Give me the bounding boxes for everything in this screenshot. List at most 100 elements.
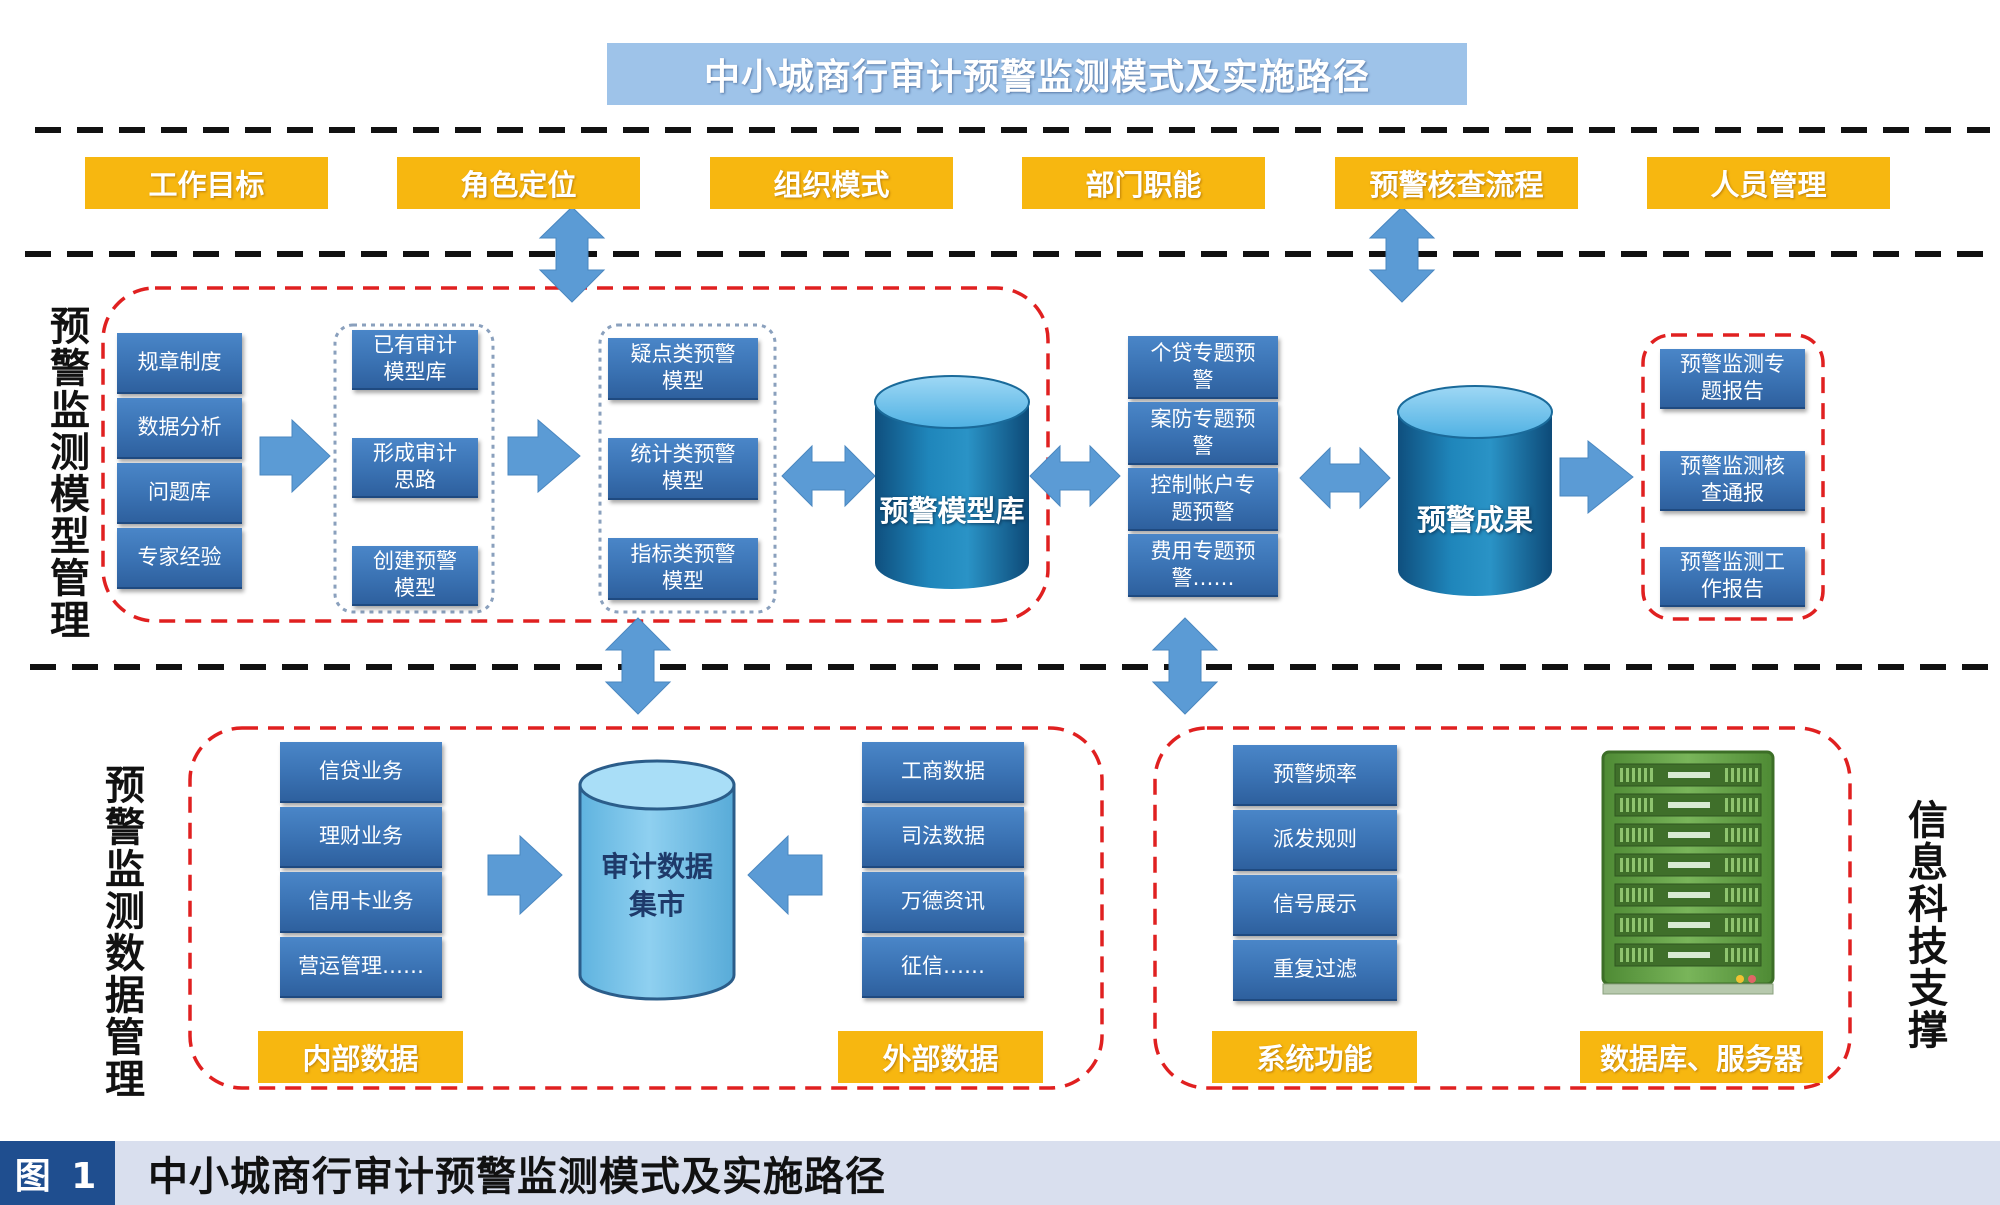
label-db-servers: 数据库、服务器 [1580, 1031, 1823, 1083]
system-dedup-filter: 重复过滤 [1233, 940, 1397, 1001]
internal-credit-card: 信用卡业务 [280, 872, 442, 933]
server-vent [1638, 918, 1641, 932]
figure-number: 图 1 [0, 1141, 115, 1205]
server-vent [1644, 768, 1647, 782]
server-vent [1644, 858, 1647, 872]
label-internal-data: 内部数据 [258, 1031, 463, 1083]
server-vent [1638, 948, 1641, 962]
internal-operations: 营运管理…… [280, 937, 442, 998]
server-vent [1644, 918, 1647, 932]
server-vent [1737, 888, 1740, 902]
topic-control-account: 控制帐户专题预警 [1128, 468, 1278, 531]
report-check-notice: 预警监测核查通报 [1660, 451, 1805, 511]
server-vent [1731, 888, 1734, 902]
server-vent [1743, 798, 1746, 812]
server-vent [1755, 798, 1758, 812]
server-vent [1755, 948, 1758, 962]
server-vent [1755, 858, 1758, 872]
internal-wealth: 理财业务 [280, 807, 442, 868]
server-vent [1632, 918, 1635, 932]
server-vent [1638, 858, 1641, 872]
arrow-build-to-types [507, 418, 581, 494]
server-vent [1626, 888, 1629, 902]
server-vent [1725, 918, 1728, 932]
separator-lines [25, 127, 1990, 670]
build-create-model: 创建预警模型 [352, 546, 478, 606]
server-vent [1626, 858, 1629, 872]
server-vent [1620, 858, 1623, 872]
arrow-inputs-to-build [259, 418, 331, 494]
input-data-analysis: 数据分析 [117, 398, 242, 459]
server-vent [1737, 768, 1740, 782]
region-data-mgmt [188, 726, 1104, 1090]
input-problem-library: 问题库 [117, 463, 242, 524]
server-vent [1632, 948, 1635, 962]
server-drive-bar [1668, 772, 1710, 778]
server-vent [1650, 798, 1653, 812]
server-vent [1731, 948, 1734, 962]
server-vent [1626, 918, 1629, 932]
audit-mart-label: 审计数据集市 [600, 850, 713, 921]
system-dispatch-rules: 派发规则 [1233, 810, 1397, 871]
server-vent [1644, 948, 1647, 962]
server-vent [1632, 858, 1635, 872]
external-business: 工商数据 [862, 742, 1024, 803]
server-vent [1743, 948, 1746, 962]
server-vent [1725, 768, 1728, 782]
label-role-position: 角色定位 [397, 157, 640, 209]
server-vent [1650, 918, 1653, 932]
build-form-thinking: 形成审计思路 [352, 438, 478, 498]
server-vent [1650, 828, 1653, 842]
caption-bar [0, 1141, 2000, 1205]
server-vent [1650, 948, 1653, 962]
server-drive-bar [1668, 862, 1710, 868]
external-wind: 万德资讯 [862, 872, 1024, 933]
server-vent [1632, 768, 1635, 782]
arrow-types-modeldb [781, 444, 876, 508]
arrow-types-to-mart [604, 617, 672, 715]
input-regulations: 规章制度 [117, 333, 242, 394]
server-rack-icon [1601, 750, 1775, 995]
label-work-goal: 工作目标 [85, 157, 328, 209]
server-vent [1638, 828, 1641, 842]
server-vent [1743, 918, 1746, 932]
server-vent [1749, 888, 1752, 902]
input-expert-experience: 专家经验 [117, 528, 242, 589]
topic-personal-loan: 个贷专题预警 [1128, 336, 1278, 399]
server-vent [1755, 888, 1758, 902]
server-vent [1620, 888, 1623, 902]
server-vent [1731, 768, 1734, 782]
server-drive-bar [1668, 952, 1710, 958]
side-label-model-mgmt: 预警监测模型管理 [50, 304, 90, 644]
server-vent [1755, 768, 1758, 782]
side-label-tech-support: 信息科技支撑 [1908, 798, 1948, 1054]
arrow-topics-to-system [1151, 617, 1219, 715]
server-vent [1737, 948, 1740, 962]
server-vent [1737, 828, 1740, 842]
server-vent [1725, 948, 1728, 962]
server-vent [1638, 768, 1641, 782]
internal-credit: 信贷业务 [280, 742, 442, 803]
server-vent [1626, 828, 1629, 842]
arrow-topics-results [1299, 446, 1391, 510]
group-model-types [598, 323, 777, 614]
server-vent [1743, 858, 1746, 872]
label-org-mode: 组织模式 [710, 157, 953, 209]
model-db-label: 预警模型库 [879, 494, 1025, 528]
server-vent [1749, 768, 1752, 782]
side-label-data-mgmt: 预警监测数据管理 [105, 763, 145, 1103]
server-vent [1626, 768, 1629, 782]
server-vent [1725, 828, 1728, 842]
server-vent [1737, 918, 1740, 932]
server-vent [1749, 948, 1752, 962]
server-vent [1620, 768, 1623, 782]
server-vent [1755, 918, 1758, 932]
arrow-role-to-model [538, 206, 606, 303]
server-vent [1755, 828, 1758, 842]
server-vent [1731, 858, 1734, 872]
server-vent [1650, 858, 1653, 872]
label-dept-function: 部门职能 [1022, 157, 1265, 209]
type-indicator-model: 指标类预警模型 [608, 538, 758, 600]
server-vent [1725, 858, 1728, 872]
